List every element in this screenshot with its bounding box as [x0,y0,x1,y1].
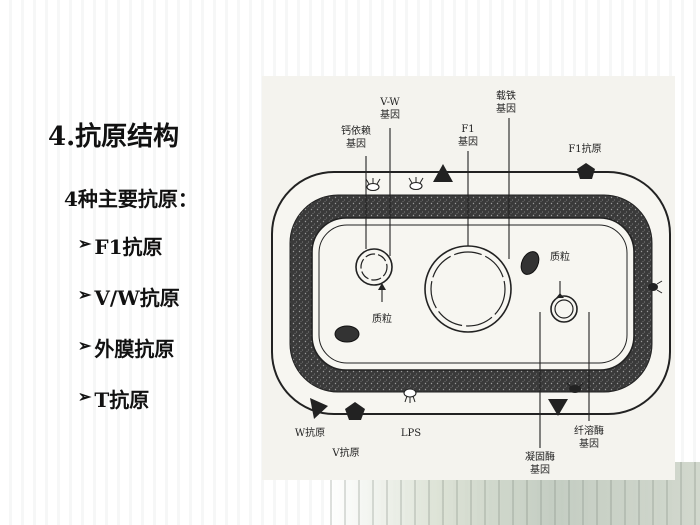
bullet-text: V/W抗原 [94,286,180,310]
plasmid-left [355,248,393,286]
label-coagulase-gene: 凝固酶 [525,450,555,463]
label-lps: LPS [401,428,421,439]
cytoplasm [318,224,628,364]
label-vw-gene: V-W [379,97,400,108]
plasmid-right [550,295,578,323]
label-iron-gene: 基因 [496,102,516,115]
label-plasmid-left: 质粒 [372,312,392,325]
label-fibrinolysin-gene: 纤溶酶 [574,424,604,437]
lps-icon [403,388,417,403]
inclusion-body [520,251,540,275]
v-antigen-pentagon-icon [345,402,365,420]
list-item: ➢T抗原 [78,384,180,435]
pentagon-antigen-icon [577,163,595,179]
bullet-text: T抗原 [94,388,150,412]
label-vw-gene: 基因 [380,108,400,121]
fimbria-icon [365,178,381,192]
list-item: ➢V/W抗原 [78,282,180,333]
label-plasmid-right: 质粒 [550,250,570,263]
label-calcium-gene: 基因 [346,137,366,150]
arrow-bullet-icon: ➢ [78,387,92,406]
slide-subheading: 4种主要抗原： [64,187,198,211]
label-w-antigen: W抗原 [295,426,325,439]
list-item: ➢外膜抗原 [78,333,180,384]
antigen-list: ➢F1抗原 ➢V/W抗原 ➢外膜抗原 ➢T抗原 [78,231,180,435]
side-antigen-icon [648,280,663,294]
label-v-antigen: V抗原 [331,446,359,459]
label-coagulase-gene: 基因 [530,463,550,476]
plasmid-arrow [556,293,564,298]
arrow-bullet-icon: ➢ [78,234,92,253]
arrow-bullet-icon: ➢ [78,336,92,355]
triangle-antigen-icon [433,164,453,182]
inclusion-body [334,325,360,343]
bullet-text: F1抗原 [94,235,163,259]
plasmid-arrow [378,283,386,302]
label-f1-gene: F1 [461,124,474,135]
label-fibrinolysin-gene: 基因 [579,437,599,450]
list-item: ➢F1抗原 [78,231,180,282]
w-antigen-triangle-icon [310,398,328,419]
bacterium-antigen-diagram: 钙依赖 基因 V-W 基因 载铁 基因 F1 基因 F1抗原 质粒 质粒 W抗原… [271,89,671,476]
bullet-text: 外膜抗原 [94,337,175,361]
coagulase-triangle-icon [548,399,568,416]
label-iron-gene: 载铁 [496,89,516,102]
gene-leader-lines [365,118,590,448]
label-calcium-gene: 钙依赖 [341,124,371,137]
label-f1-antigen: F1抗原 [568,142,601,155]
slide-heading: 4.抗原结构 [48,122,180,152]
fibrinolysin-icon [566,382,584,393]
arrow-bullet-icon: ➢ [78,285,92,304]
label-f1-gene: 基因 [458,135,478,148]
fimbria-icon [408,177,424,191]
